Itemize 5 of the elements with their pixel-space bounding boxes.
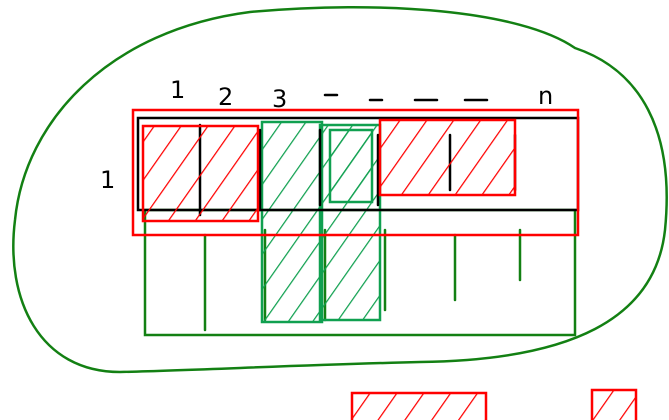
column-number: 2 bbox=[218, 85, 234, 109]
column-number: 1 bbox=[170, 78, 186, 102]
column-number: 3 bbox=[272, 87, 288, 111]
row-number: 1 bbox=[100, 168, 116, 192]
column-number: n bbox=[538, 84, 554, 108]
